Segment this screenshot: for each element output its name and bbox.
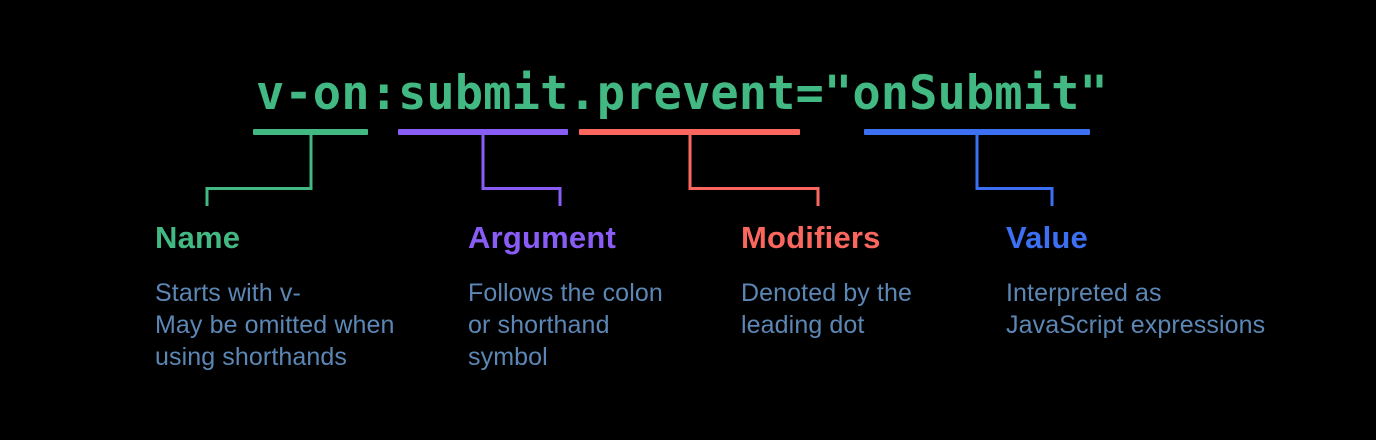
value-section-label: Value xyxy=(1006,220,1088,255)
argument-section-label: Argument xyxy=(468,220,616,255)
modifiers-section-description: Denoted by the leading dot xyxy=(741,279,912,339)
modifiers-underline xyxy=(579,129,800,135)
value-underline xyxy=(864,129,1090,135)
value-connector-line xyxy=(975,135,1054,206)
modifiers-section-label: Modifiers xyxy=(741,220,881,255)
argument-section-description: Follows the colon or shorthand symbol xyxy=(468,279,663,371)
argument-underline xyxy=(398,129,568,135)
value-section-description: Interpreted as JavaScript expressions xyxy=(1006,279,1266,339)
name-underline xyxy=(253,129,368,135)
directive-code-text: v-on:submit.prevent="onSubmit" xyxy=(256,66,1108,121)
name-section-label: Name xyxy=(155,220,241,255)
name-connector-line xyxy=(205,135,313,206)
argument-connector-line xyxy=(481,135,562,206)
name-section-description: Starts with v- May be omitted when using… xyxy=(155,279,395,371)
modifiers-connector-line xyxy=(688,135,820,206)
